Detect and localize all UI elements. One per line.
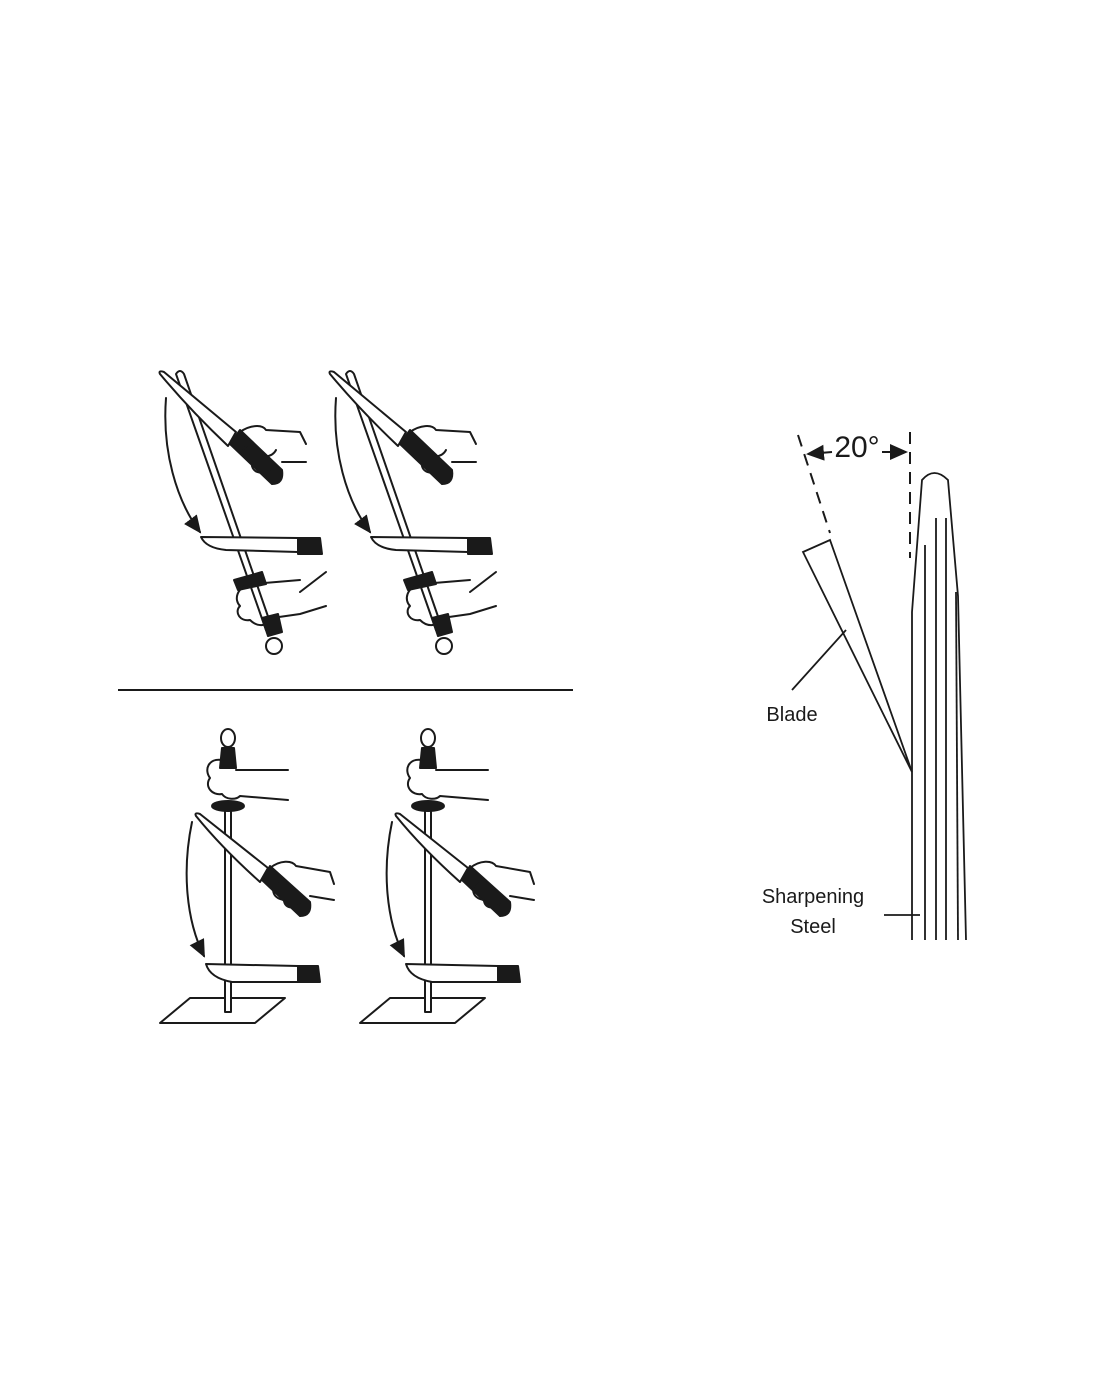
steel-label-line2: Steel <box>790 916 836 938</box>
angle-label: 20° <box>834 431 879 464</box>
angle-diagram <box>791 432 967 941</box>
steel-ridge <box>955 591 959 941</box>
illustration-top-right <box>330 371 497 654</box>
angle-arrow-left <box>806 444 833 461</box>
blade-leader-line <box>791 629 847 691</box>
illustration-bottom-left <box>160 729 334 1023</box>
blade-shape <box>801 538 913 773</box>
sharpening-steel-shape <box>911 472 967 941</box>
steel-label-line1: Sharpening <box>762 886 864 908</box>
illustration-bottom-right <box>360 729 534 1023</box>
illustration-top-left <box>160 371 327 654</box>
blade-angle-dashed-line <box>797 434 831 534</box>
blade-label: Blade <box>766 704 817 726</box>
